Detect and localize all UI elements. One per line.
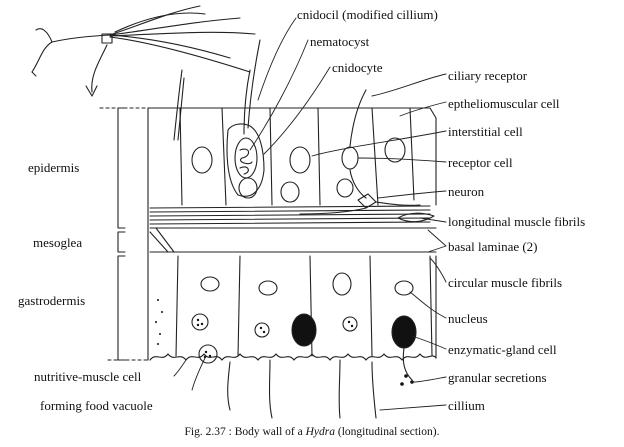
zoom-arrow [91, 44, 108, 93]
label-mesoglea: mesoglea [33, 235, 83, 250]
leader-lines [173, 17, 447, 411]
label-gastrodermis: gastrodermis [18, 293, 86, 308]
label-epidermis: epidermis [28, 160, 80, 175]
epidermis-bracket [117, 107, 126, 229]
cilium [268, 359, 273, 419]
label-longitudinal-fibrils: longitudinal muscle fibrils [448, 214, 586, 229]
gastrodermis-nucleus [394, 280, 414, 296]
label-cillium: cillium [448, 398, 485, 413]
caption-genus: Hydra [305, 426, 335, 438]
gastrodermis-bracket [117, 255, 126, 361]
granular-vesicle [191, 313, 209, 331]
label-receptor-cell: receptor cell [448, 155, 513, 170]
label-enzymatic-gland: enzymatic-gland cell [448, 342, 557, 357]
label-nematocyst: nematocyst [310, 34, 370, 49]
label-epitheliomuscular: eptheliomuscular cell [448, 96, 560, 111]
label-interstitial-cell: interstitial cell [448, 124, 523, 139]
label-nutritive-muscle: nutritive-muscle cell [34, 369, 142, 384]
label-circular-fibrils: circular muscle fibrils [448, 275, 563, 290]
label-nucleus: nucleus [448, 311, 488, 326]
label-neuron: neuron [448, 184, 485, 199]
cnidocil [247, 39, 261, 129]
cnidocyte-cell [226, 123, 265, 197]
nematocyst [234, 137, 258, 179]
hydra-overview-sketch [31, 5, 256, 97]
receptor-cell [341, 146, 359, 170]
label-granular-secretions: granular secretions [448, 370, 547, 385]
label-basal-laminae: basal laminae (2) [448, 239, 538, 254]
ciliary-receptor-process [349, 89, 367, 147]
figure-caption: Fig. 2.37 : Body wall of a Hydra (longit… [0, 425, 624, 439]
label-food-vacuole: forming food vacuole [40, 398, 153, 413]
food-vacuole [198, 344, 218, 364]
longitudinal-muscle-fibrils [149, 205, 431, 225]
enzymatic-gland-secretion [291, 313, 317, 347]
caption-prefix: Fig. 2.37 : Body wall of a [184, 426, 306, 438]
label-ciliary-receptor: ciliary receptor [448, 68, 528, 83]
caption-suffix: (longitudinal section). [335, 426, 440, 438]
label-cnidocyte: cnidocyte [332, 60, 383, 75]
enzymatic-gland-cell-tail [402, 347, 413, 381]
label-cnidocil: cnidocil (modified cillium) [297, 7, 438, 22]
mesoglea-bracket [117, 231, 126, 253]
sketch-selection-box [101, 33, 113, 44]
